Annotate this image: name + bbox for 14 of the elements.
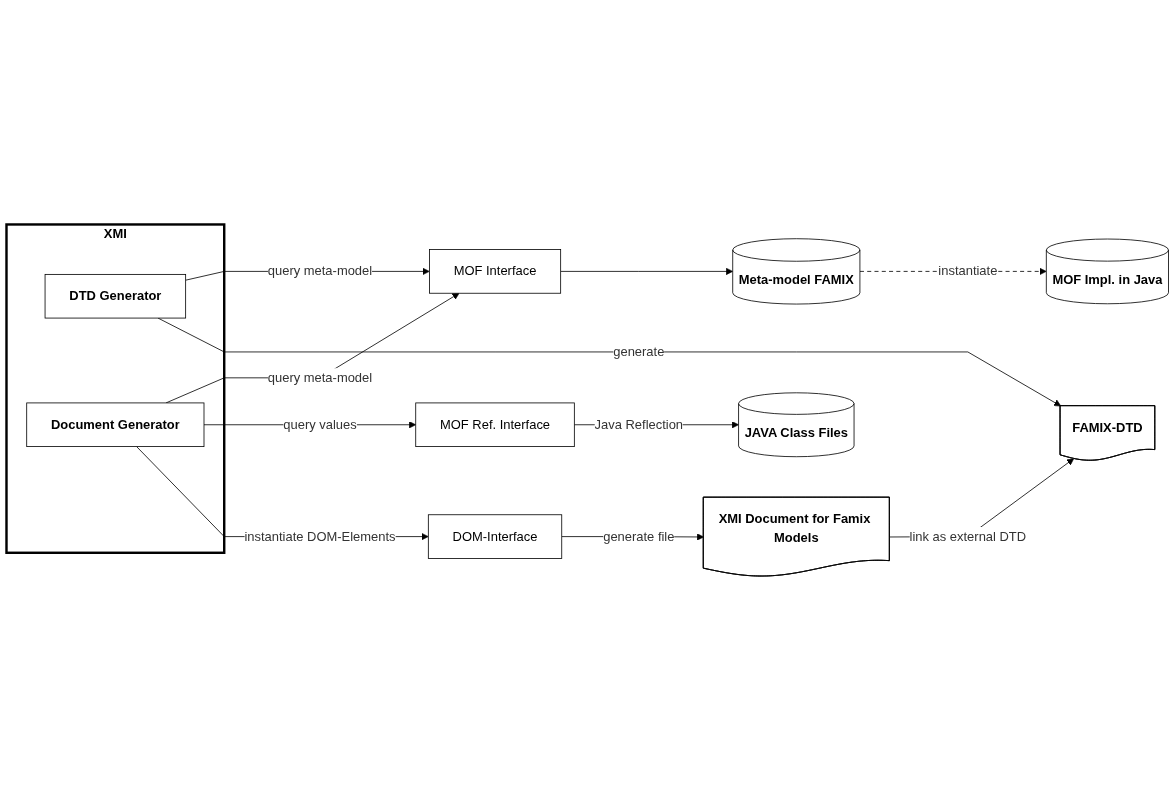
node-box: MOF Interface [429,248,562,294]
edge-label: instantiate DOM-Elements [244,529,396,543]
edge-label: query values [283,417,357,431]
edge-label: generate [613,344,665,359]
edge-label: query meta-model [267,263,373,278]
node-box: DOM-Interface [427,514,563,559]
edge-label: instantiate [938,263,998,278]
edge-label: Java Reflection [594,417,684,431]
node-box: DTD Generator [44,273,187,319]
edge-label: query meta-model [267,370,373,385]
edge-label: link as external DTD [909,529,1027,543]
edge-label: generate file [603,529,675,543]
node-box: MOF Ref. Interface [415,402,575,447]
node-box: Document Generator [26,402,205,447]
